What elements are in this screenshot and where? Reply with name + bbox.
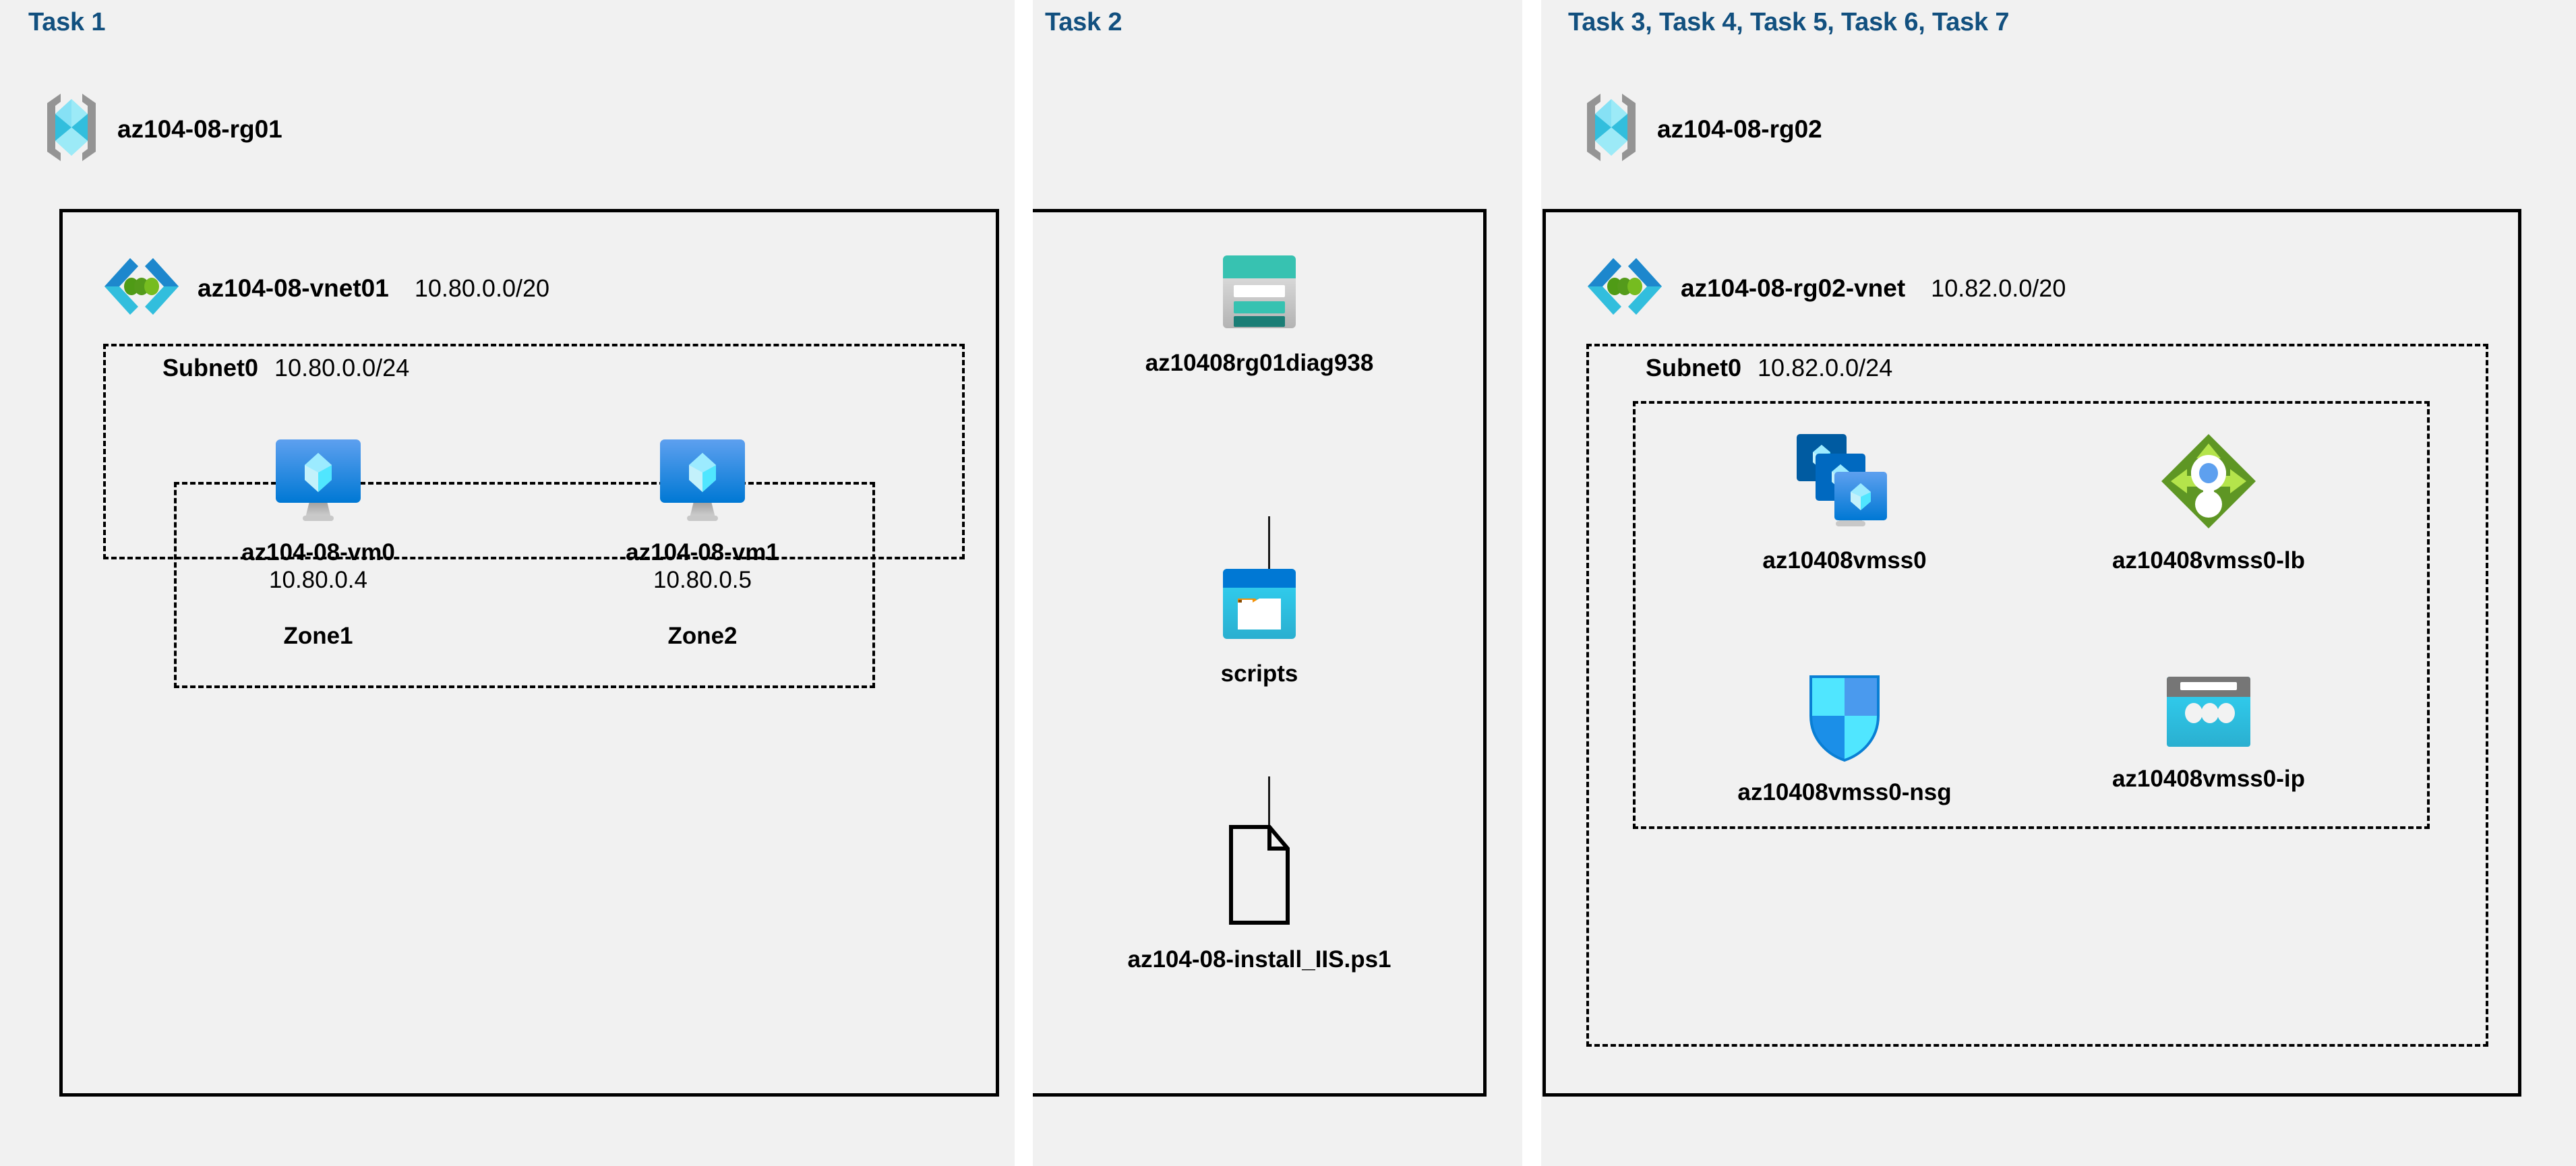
vm-ip-0: 10.80.0.4 [269, 567, 367, 594]
task3-vnet-panel: az104-08-rg02-vnet 10.82.0.0/20 Subnet0 … [1542, 209, 2521, 1097]
vm-name-0: az104-08-vm0 [241, 539, 395, 565]
nsg-label: az10408vmss0-nsg [1737, 779, 1952, 805]
vm-node-0[interactable]: az104-08-vm0 10.80.0.4 Zone1 [204, 438, 433, 650]
storage-account-label: az10408rg01diag938 [1145, 350, 1374, 376]
task3-resource-group: az104-08-rg02 [1580, 91, 1822, 167]
task1-subnet-cidr: 10.80.0.0/24 [274, 354, 410, 381]
task3-vnet-header: az104-08-rg02-vnet 10.82.0.0/20 [1585, 254, 2066, 322]
network-security-group-icon [1807, 674, 1882, 766]
blob-container-icon [1220, 566, 1298, 645]
resource-group-icon [40, 91, 102, 167]
task1-vnet-panel: az104-08-vnet01 10.80.0.0/20 Subnet0 10.… [59, 209, 999, 1097]
task3-vnet-name: az104-08-rg02-vnet [1681, 274, 1906, 302]
connector-container-to-file [1268, 776, 1270, 830]
vm-zone-1: Zone2 [667, 622, 738, 649]
vmss-label: az10408vmss0 [1762, 547, 1927, 574]
public-ip-address-icon [2164, 674, 2253, 753]
public-ip-node[interactable]: az10408vmss0-ip [2074, 674, 2343, 793]
vmss-node[interactable]: az10408vmss0 [1710, 431, 1979, 574]
connector-storage-to-container [1268, 516, 1270, 569]
task3-heading: Task 3, Task 4, Task 5, Task 6, Task 7 [1568, 8, 2010, 36]
file-label: az104-08-install_IIS.ps1 [1127, 946, 1391, 973]
task1-vnet-header: az104-08-vnet01 10.80.0.0/20 [102, 254, 549, 322]
vm-ip-1: 10.80.0.5 [653, 567, 752, 594]
task1-heading: Task 1 [28, 8, 106, 36]
nsg-node[interactable]: az10408vmss0-nsg [1710, 674, 1979, 806]
task1-column: Task 1 az104-08-rg01 [0, 0, 1015, 1166]
vm-node-1[interactable]: az104-08-vm1 10.80.0.5 Zone2 [588, 438, 817, 650]
task1-subnet-box [103, 344, 965, 559]
task3-vnet-cidr: 10.82.0.0/20 [1931, 274, 2066, 302]
task1-subnet-name: Subnet0 [162, 354, 259, 381]
resource-group-label: az104-08-rg01 [117, 115, 282, 143]
blob-container-label: scripts [1220, 661, 1298, 687]
resource-group-label: az104-08-rg02 [1657, 115, 1822, 143]
storage-account-icon [1220, 253, 1298, 334]
task3-resources-box [1633, 401, 2430, 829]
virtual-machine-icon [659, 438, 746, 528]
task1-zone-box [174, 482, 875, 688]
blob-container-node[interactable]: scripts [1158, 566, 1360, 687]
task2-heading: Task 2 [1045, 8, 1122, 36]
load-balancer-label: az10408vmss0-lb [2111, 547, 2306, 574]
public-ip-label: az10408vmss0-ip [2111, 766, 2306, 792]
task1-resource-group: az104-08-rg01 [40, 91, 282, 167]
vm-name-1: az104-08-vm1 [626, 539, 779, 565]
load-balancer-node[interactable]: az10408vmss0-lb [2074, 431, 2343, 574]
virtual-network-icon [102, 254, 181, 322]
file-icon [1228, 824, 1291, 929]
task1-subnet-label: Subnet0 10.80.0.0/24 [162, 354, 409, 382]
vm-zone-0: Zone1 [283, 622, 353, 649]
vm-scale-set-icon [1794, 431, 1895, 534]
task2-column: Task 2 az10408rg01diag938 [1033, 0, 1522, 1166]
task3-subnet-box [1586, 344, 2488, 1047]
task3-subnet-name: Subnet0 [1646, 354, 1742, 381]
virtual-machine-icon [274, 438, 362, 528]
task2-panel [1033, 209, 1487, 1097]
task1-vnet-cidr: 10.80.0.0/20 [414, 274, 550, 302]
load-balancer-icon [2159, 431, 2258, 534]
task3-column: Task 3, Task 4, Task 5, Task 6, Task 7 a… [1541, 0, 2576, 1166]
virtual-network-icon [1585, 254, 1665, 322]
storage-account-node[interactable]: az10408rg01diag938 [1145, 253, 1373, 377]
task1-vnet-name: az104-08-vnet01 [198, 274, 389, 302]
resource-group-icon [1580, 91, 1642, 167]
task3-subnet-cidr: 10.82.0.0/24 [1758, 354, 1893, 381]
file-node[interactable]: az104-08-install_IIS.ps1 [1127, 824, 1391, 973]
task3-subnet-label: Subnet0 10.82.0.0/24 [1646, 354, 1892, 382]
